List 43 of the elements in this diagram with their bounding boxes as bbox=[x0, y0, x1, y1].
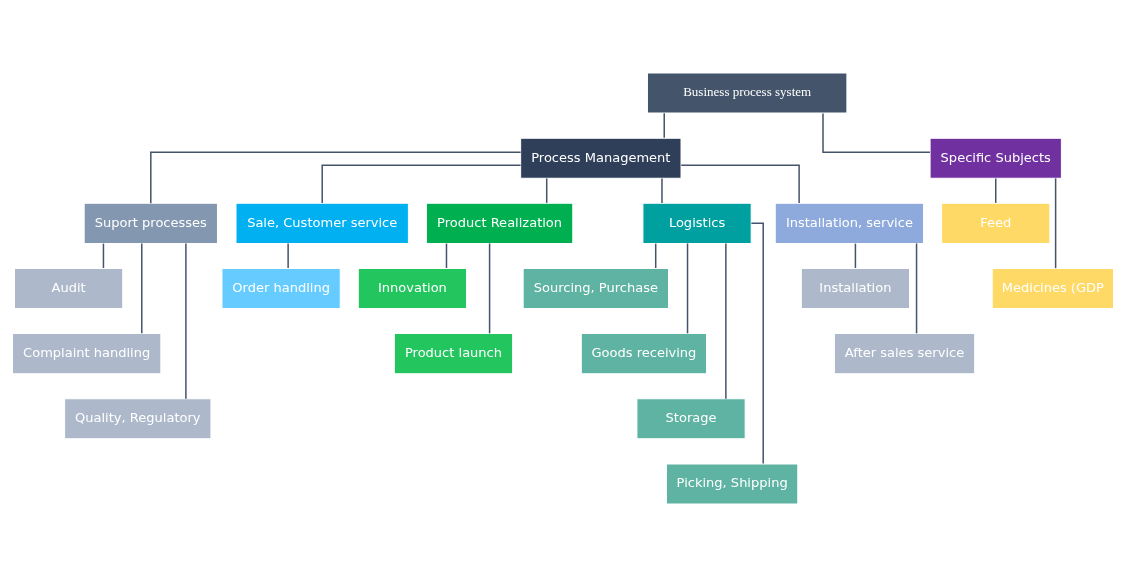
connector bbox=[445, 242, 448, 269]
node-box: Goods receiving bbox=[580, 332, 708, 374]
connector bbox=[854, 242, 857, 269]
node-box: Feed bbox=[941, 202, 1051, 244]
connector bbox=[750, 222, 764, 464]
node-box: Product Realization bbox=[425, 202, 574, 244]
connector bbox=[321, 163, 522, 204]
node-box: Suport processes bbox=[83, 202, 218, 244]
connector bbox=[661, 177, 663, 204]
node-box: Storage bbox=[636, 397, 746, 439]
node-box: Installation, service bbox=[774, 202, 925, 244]
connector bbox=[545, 177, 548, 204]
node-box: Business process system bbox=[646, 72, 848, 114]
connector bbox=[141, 242, 143, 334]
node-box: Sale, Customer service bbox=[235, 202, 409, 244]
node-box: Complaint handling bbox=[12, 332, 162, 374]
node-box: Logistics bbox=[642, 202, 752, 244]
node-box: Picking, Shipping bbox=[666, 462, 799, 504]
node-box: Process Management bbox=[520, 137, 682, 179]
node-box: Innovation bbox=[357, 267, 468, 309]
connector bbox=[725, 242, 727, 399]
node-box: Medicines (GDP bbox=[991, 267, 1114, 309]
node-box: Order handling bbox=[221, 267, 341, 309]
node-box: Installation bbox=[800, 267, 911, 309]
connector bbox=[287, 242, 289, 269]
node-box: Sourcing, Purchase bbox=[522, 267, 669, 309]
connector bbox=[185, 242, 187, 399]
connector bbox=[680, 163, 800, 204]
node-box: After sales service bbox=[833, 332, 976, 374]
node-box: Audit bbox=[14, 267, 124, 309]
connector bbox=[995, 177, 997, 204]
connector bbox=[822, 112, 931, 153]
node-box: Product launch bbox=[393, 332, 514, 374]
connector bbox=[102, 242, 105, 269]
connector bbox=[150, 150, 522, 204]
connector bbox=[686, 242, 689, 334]
connector bbox=[1054, 177, 1057, 269]
connector bbox=[915, 242, 918, 334]
node-box: Quality, Regulatory bbox=[64, 397, 212, 439]
node-box: Specific Subjects bbox=[929, 137, 1062, 179]
connector bbox=[488, 242, 491, 334]
connector bbox=[654, 242, 657, 269]
connector bbox=[663, 112, 665, 138]
